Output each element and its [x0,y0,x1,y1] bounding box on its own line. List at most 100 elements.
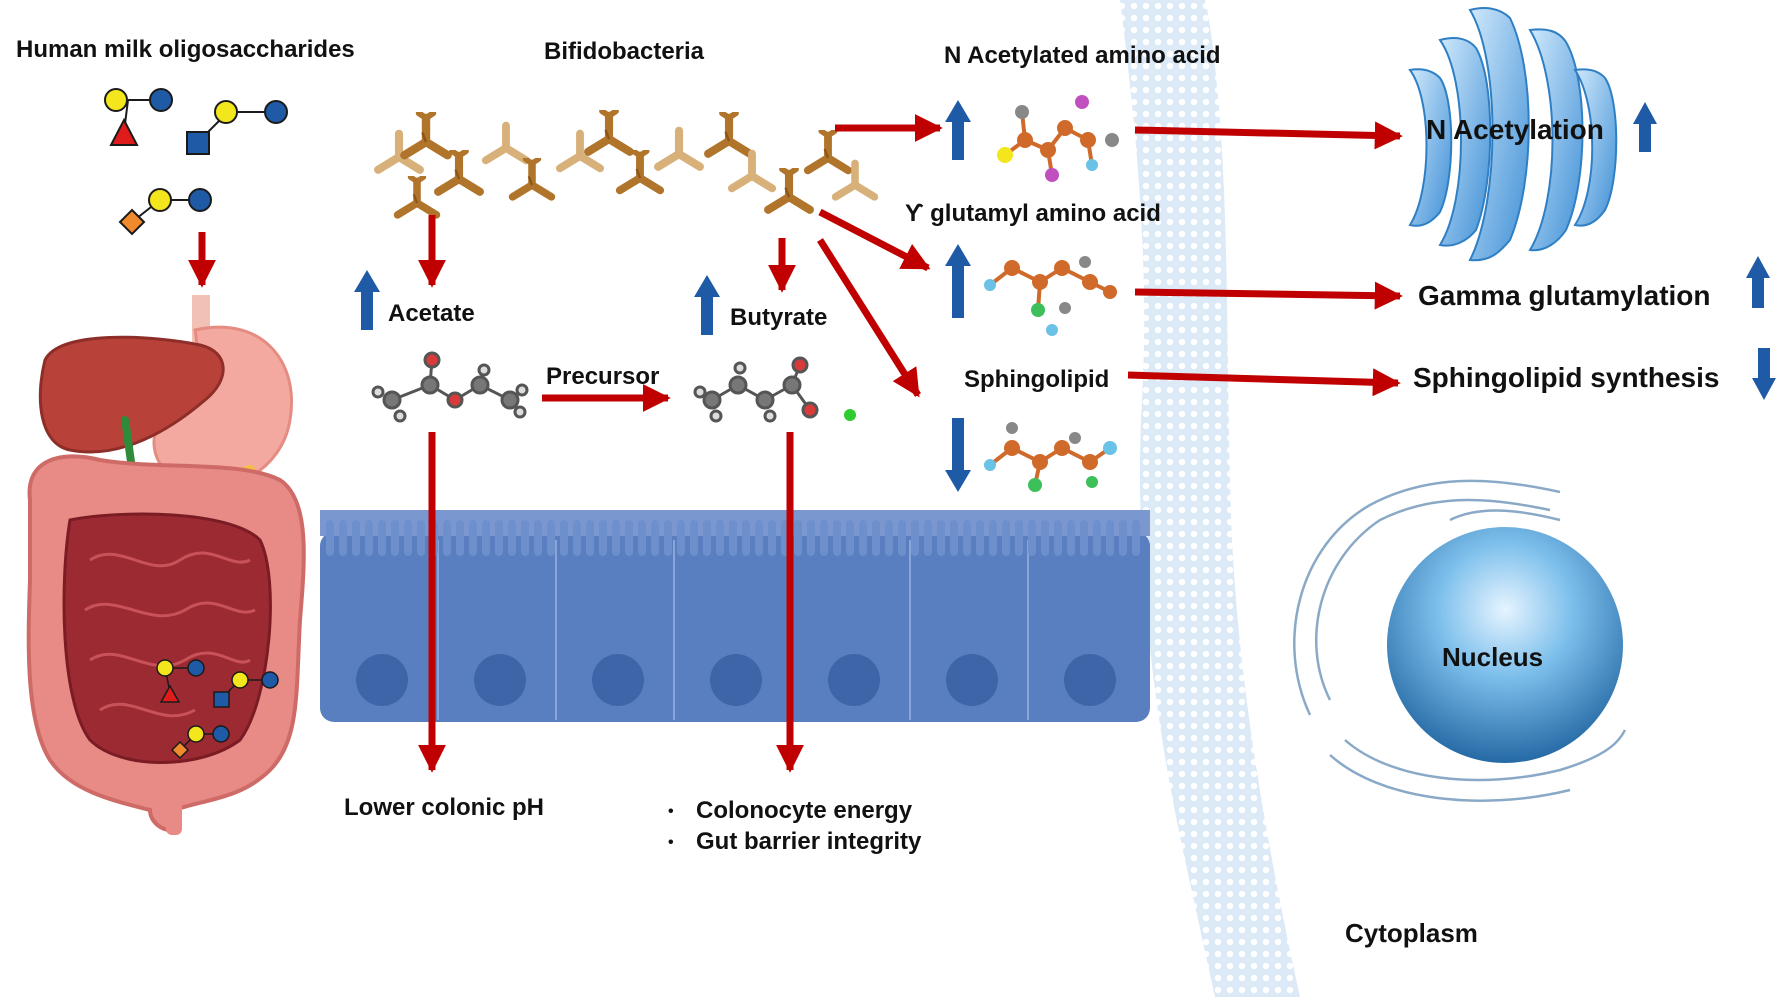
microvillus [807,520,815,556]
microvillus [1015,520,1023,556]
microvillus [365,520,373,556]
microvillus [820,520,828,556]
label-sphingolipid-synthesis: Sphingolipid synthesis [1413,362,1720,393]
microvillus [404,520,412,556]
microvillus [742,520,750,556]
microvillus [469,520,477,556]
microvillus [794,520,802,556]
molecule-icon-gamma-glutamyl [984,256,1117,336]
microvillus [625,520,633,556]
outcomes-list: Colonocyte energy Gut barrier integrity [668,796,921,858]
label-nucleus: Nucleus [1442,642,1544,672]
arrow-to-n-acetylation [1134,121,1403,150]
liver-icon [38,335,225,454]
microvillus [703,520,711,556]
microvillus [976,520,984,556]
microvillus [651,520,659,556]
outcome-item: Colonocyte energy [668,796,921,827]
microvillus [1041,520,1049,556]
microvillus [1132,520,1140,556]
label-bifidobacteria: Bifidobacteria [544,38,705,65]
microvillus [352,520,360,556]
microvillus [1106,520,1114,556]
label-butyrate: Butyrate [730,304,828,331]
microvilli-row [326,520,1140,556]
microvillus [690,520,698,556]
label-sphingolipid: Sphingolipid [964,366,1110,393]
label-cytoplasm: Cytoplasm [1345,918,1478,948]
up-arrow-butyrate [694,275,720,335]
glycan-icon [104,88,288,236]
label-gamma-glutamylation: Gamma glutamylation [1418,280,1711,311]
microvillus [482,520,490,556]
microvillus [612,520,620,556]
microvillus [508,520,516,556]
microvillus [339,520,347,556]
cell-membrane [1120,0,1300,997]
microvillus [729,520,737,556]
microvillus [833,520,841,556]
rectum [166,800,182,835]
arrow-to-sphingolipid-synthesis [1127,368,1401,397]
microvillus [326,520,334,556]
molecule-icon-butyrate [693,356,856,423]
label-acetate: Acetate [388,300,475,327]
microvillus [963,520,971,556]
microvillus [1067,520,1075,556]
microvillus [846,520,854,556]
label-precursor: Precursor [546,363,660,390]
red-arrows [188,114,1403,773]
cell-nuclei [356,654,1116,706]
microvillus [495,520,503,556]
label-hmo: Human milk oligosaccharides [16,36,355,63]
epithelium [320,510,1150,722]
digestive-system [26,295,306,835]
microvillus [599,520,607,556]
microvillus [586,520,594,556]
microvillus [443,520,451,556]
molecule-icon-sphingolipid [984,422,1117,492]
microvillus [937,520,945,556]
microvillus [1080,520,1088,556]
golgi-icon [1408,7,1618,262]
microvillus [560,520,568,556]
arrow-to-sphingolipid [817,238,921,398]
label-gamma-glutamyl: ϒ glutamyl amino acid [905,200,1161,227]
up-arrow-gamma-glutamylation [1746,256,1770,308]
microvillus [573,520,581,556]
nucleus-icon [1387,527,1623,763]
microvillus [456,520,464,556]
molecule-icon-acetate [371,351,529,423]
microvillus [755,520,763,556]
microvillus [391,520,399,556]
microvillus [1119,520,1127,556]
microvillus [638,520,646,556]
down-arrow-sphingolipid [945,418,971,492]
blue-arrows [354,100,1776,492]
bacteria-icon [378,111,874,215]
microvillus [521,520,529,556]
microvillus [898,520,906,556]
microvillus [1054,520,1062,556]
down-arrow-sphingolipid-synthesis [1752,348,1776,400]
endoplasmic-reticulum-icon [1293,479,1627,802]
microvillus [924,520,932,556]
microvillus [859,520,867,556]
microvillus [1028,520,1036,556]
microvillus [417,520,425,556]
microvillus [950,520,958,556]
microvillus [911,520,919,556]
label-n-acetylation: N Acetylation [1426,114,1604,145]
microvillus [534,520,542,556]
microvillus [989,520,997,556]
outcome-item: Gut barrier integrity [668,827,921,858]
up-arrow-acetate [354,270,380,330]
label-lower-colonic-ph: Lower colonic pH [344,794,545,821]
intestine-icon [62,512,272,764]
microvillus [1093,520,1101,556]
up-arrow-n-acetylated [945,100,971,160]
microvillus [872,520,880,556]
microvillus [716,520,724,556]
microvillus [664,520,672,556]
